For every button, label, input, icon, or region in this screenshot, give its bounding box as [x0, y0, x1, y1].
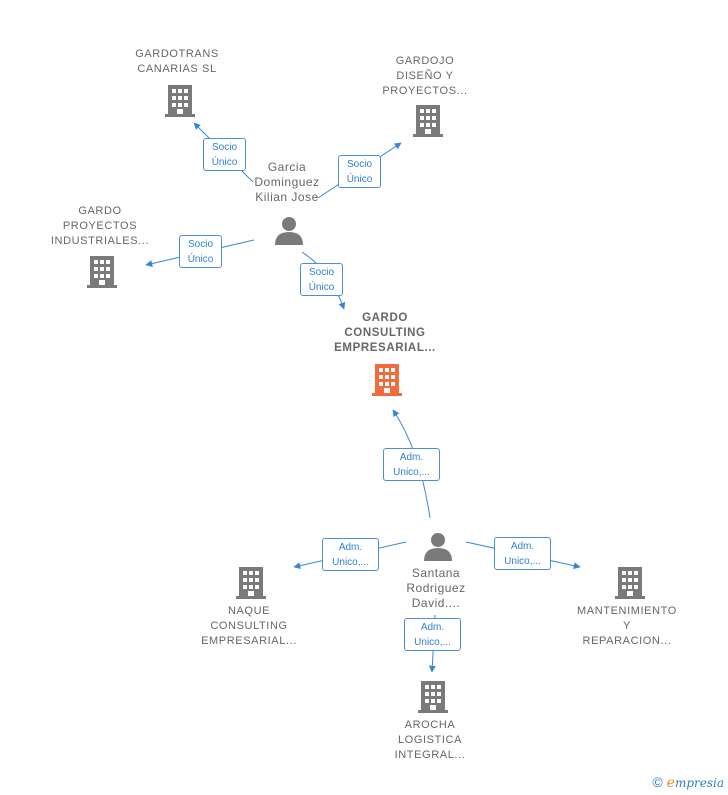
- node-label: NAQUE CONSULTING EMPRESARIAL...: [201, 605, 297, 647]
- edge-label-adm-unico: Adm. Unico,...: [494, 537, 551, 570]
- edge-label-adm-unico: Adm. Unico,...: [322, 538, 379, 571]
- node-garcia[interactable]: Garcia Dominguez Kilian Jose: [237, 160, 337, 205]
- node-label: GARDO PROYECTOS INDUSTRIALES...: [50, 205, 150, 247]
- node-arocha[interactable]: AROCHA LOGISTICA INTEGRAL...: [375, 718, 485, 763]
- node-label: Santana Rodriguez David....: [406, 566, 466, 610]
- node-gardo-consulting[interactable]: GARDO CONSULTING EMPRESARIAL...: [320, 311, 450, 356]
- node-label: AROCHA LOGISTICA INTEGRAL...: [394, 719, 466, 761]
- logo-text: mpresia: [674, 776, 724, 790]
- edge-label-socio-unico: Socio Único: [179, 235, 222, 268]
- logo-letter: e: [666, 775, 675, 791]
- building-icon-highlight[interactable]: [372, 364, 402, 396]
- node-label: GARDO CONSULTING EMPRESARIAL...: [334, 312, 436, 354]
- node-label: GARDOTRANS CANARIAS SL: [135, 48, 219, 75]
- empresia-logo[interactable]: ©empresia: [652, 774, 724, 791]
- edge-label-adm-unico: Adm. Unico,...: [383, 448, 440, 481]
- node-gardotrans[interactable]: GARDOTRANS CANARIAS SL: [122, 47, 232, 77]
- node-gardo-proyectos[interactable]: GARDO PROYECTOS INDUSTRIALES...: [40, 204, 160, 249]
- node-label: Garcia Dominguez Kilian Jose: [254, 160, 320, 204]
- node-gardojo[interactable]: GARDOJO DISEÑO Y PROYECTOS...: [370, 54, 480, 99]
- node-label: MANTENIMIENTO Y REPARACION...: [577, 605, 677, 647]
- node-mantenimiento[interactable]: MANTENIMIENTO Y REPARACION...: [572, 604, 682, 649]
- building-icon[interactable]: [87, 256, 117, 288]
- edge-label-adm-unico: Adm. Unico,...: [404, 618, 461, 651]
- person-icon[interactable]: [424, 533, 452, 561]
- node-label: GARDOJO DISEÑO Y PROYECTOS...: [382, 55, 468, 97]
- building-icon[interactable]: [413, 105, 443, 137]
- person-icon[interactable]: [275, 217, 303, 245]
- edge-label-socio-unico: Socio Único: [300, 263, 343, 296]
- building-icon[interactable]: [418, 681, 448, 713]
- node-naque[interactable]: NAQUE CONSULTING EMPRESARIAL...: [189, 604, 309, 649]
- edge-label-socio-unico: Socio Único: [203, 138, 246, 171]
- node-santana[interactable]: Santana Rodriguez David....: [386, 566, 486, 611]
- building-icon[interactable]: [615, 567, 645, 599]
- copyright-icon: ©: [652, 774, 663, 790]
- building-icon[interactable]: [165, 85, 195, 117]
- building-icon[interactable]: [236, 567, 266, 599]
- edge-label-socio-unico: Socio Único: [338, 155, 381, 188]
